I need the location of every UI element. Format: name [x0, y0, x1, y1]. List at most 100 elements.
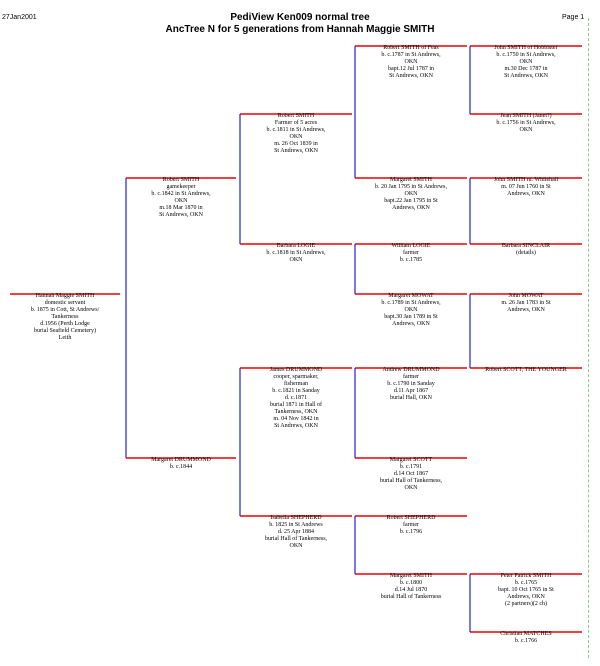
person-name: William LOGIE: [391, 243, 431, 249]
person-detail: St Andrews, OKN: [504, 73, 548, 79]
person-detail: b. c.1785: [399, 257, 423, 263]
person-name: Robert SCOTT, THE YOUNGER: [485, 367, 567, 373]
person-detail: St Andrews, OKN: [274, 423, 318, 429]
person-box[interactable]: Robert SCOTT, THE YOUNGER: [470, 367, 582, 374]
chart-title: PediView Ken009 normal tree: [230, 12, 370, 23]
person-detail: m. 26 Oct 1839 in: [274, 141, 318, 147]
person-name: Margaret MOWAT: [388, 293, 434, 299]
person-name: Barbara SINCLAIR: [501, 243, 551, 249]
person-detail: d. c.1871: [284, 395, 308, 401]
person-detail: St Andrews, OKN: [389, 73, 433, 79]
person-detail: b. 1825 in St Andrews: [269, 522, 323, 528]
person-detail: m. 26 Jan 1783 in St: [501, 300, 551, 306]
person-detail: b. c.1844: [169, 464, 193, 470]
person-name: Hannah Maggie SMITH: [35, 293, 95, 299]
person-detail: b. c.1765: [514, 580, 538, 586]
person-detail: gamekeeper: [166, 184, 196, 190]
person-detail: burial Hall of Tankerness,: [264, 536, 328, 542]
person-detail: m.30 Dec 1787 in: [504, 66, 548, 72]
person-name: Andrew DRUMMOND: [382, 367, 440, 373]
person-detail: fisherman: [284, 381, 308, 387]
person-detail: OKN: [404, 191, 418, 197]
person-detail: (2 partners)(2 ch): [505, 601, 547, 607]
person-detail: b. 20 Jan 1795 in St Andrews,: [375, 184, 447, 190]
person-detail: Andrews, OKN: [392, 321, 430, 327]
person-detail: bapt.30 Jan 1789 in St: [384, 314, 438, 320]
person-detail: m.18 Mar 1870 in: [159, 205, 203, 211]
person-box[interactable]: Jean SMITH (Janet?)b. c.1756 in St Andre…: [470, 113, 582, 134]
person-detail: d.14 Oct 1867: [393, 471, 429, 477]
person-detail: OKN: [174, 198, 188, 204]
person-detail: b. c.1818 in St Andrews,: [266, 250, 326, 256]
person-detail: farmer: [403, 250, 419, 256]
person-detail: burial 1871 in Hall of: [270, 402, 322, 408]
page-number: Page 1: [562, 14, 585, 21]
person-name: John MOWAT: [508, 293, 544, 299]
person-detail: b. c.1750 in St Andrews,: [496, 52, 556, 58]
person-name: John SMITH m. Whitehall: [493, 177, 559, 183]
person-detail: Andrews, OKN: [392, 205, 430, 211]
person-name: John SMITH of Hobbister: [494, 45, 558, 51]
print-date: 27Jan2001: [2, 14, 37, 21]
person-detail: Farmer of 5 acres: [274, 120, 318, 126]
person-detail: m. 04 Nov 1842 in: [273, 416, 319, 422]
person-detail: b. 1875 in Cott, St Andrews/: [30, 307, 100, 313]
person-name: Margaret SCOTT: [389, 457, 433, 463]
chart-title-block: PediView Ken009 normal tree AncTree N fo…: [120, 12, 480, 36]
person-detail: burial Hall, OKN: [390, 395, 432, 401]
person-detail: b. c.1789 in St Andrews,: [381, 300, 441, 306]
person-detail: St Andrews, OKN: [274, 148, 318, 154]
person-box[interactable]: Barbara SINCLAIR(details): [470, 243, 582, 257]
person-detail: OKN: [404, 59, 418, 65]
person-detail: bapt.12 Jul 1787 in: [388, 66, 434, 72]
person-detail: OKN: [519, 127, 533, 133]
person-detail: b. c.1821 in Sanday: [272, 388, 320, 394]
person-detail: OKN: [289, 543, 303, 549]
person-detail: b. c.1811 in St Andrews,: [266, 127, 326, 133]
person-detail: m. 07 Jun 1760 in St: [501, 184, 551, 190]
person-detail: Tankerness: [51, 314, 79, 320]
person-detail: Andrews, OKN: [507, 307, 545, 313]
person-detail: bapt.22 Jan 1795 in St: [384, 198, 438, 204]
person-detail: b. c.1796: [399, 529, 423, 535]
person-detail: burial Hall of Tankerness,: [379, 478, 443, 484]
person-detail: d.1956 (Perth Lodge: [40, 321, 90, 327]
person-name: Isabella SHEPHERD: [270, 515, 322, 521]
person-detail: b. c.1756 in St Andrews,: [496, 120, 556, 126]
person-detail: d.14 Jul 1870: [394, 587, 428, 593]
person-detail: b. c.1800: [399, 580, 423, 586]
person-detail: burial Hall of Tankerness: [380, 594, 442, 600]
person-name: Margaret SMITH: [389, 177, 433, 183]
person-detail: St Andrews, OKN: [159, 212, 203, 218]
person-detail: d.11 Apr 1867: [393, 388, 429, 394]
person-detail: b. c.1766: [514, 638, 538, 644]
person-name: Peter Patrick SMITH: [500, 573, 552, 579]
person-name: Margaret DRUMMOND: [151, 457, 211, 463]
person-name: Robert SMITH: [277, 113, 315, 119]
person-detail: b. c.1787 in St Andrews,: [381, 52, 441, 58]
person-name: Barbara LOGIE: [276, 243, 316, 249]
person-name: Christian MATCHES: [500, 631, 552, 637]
person-detail: Leith: [58, 335, 72, 341]
